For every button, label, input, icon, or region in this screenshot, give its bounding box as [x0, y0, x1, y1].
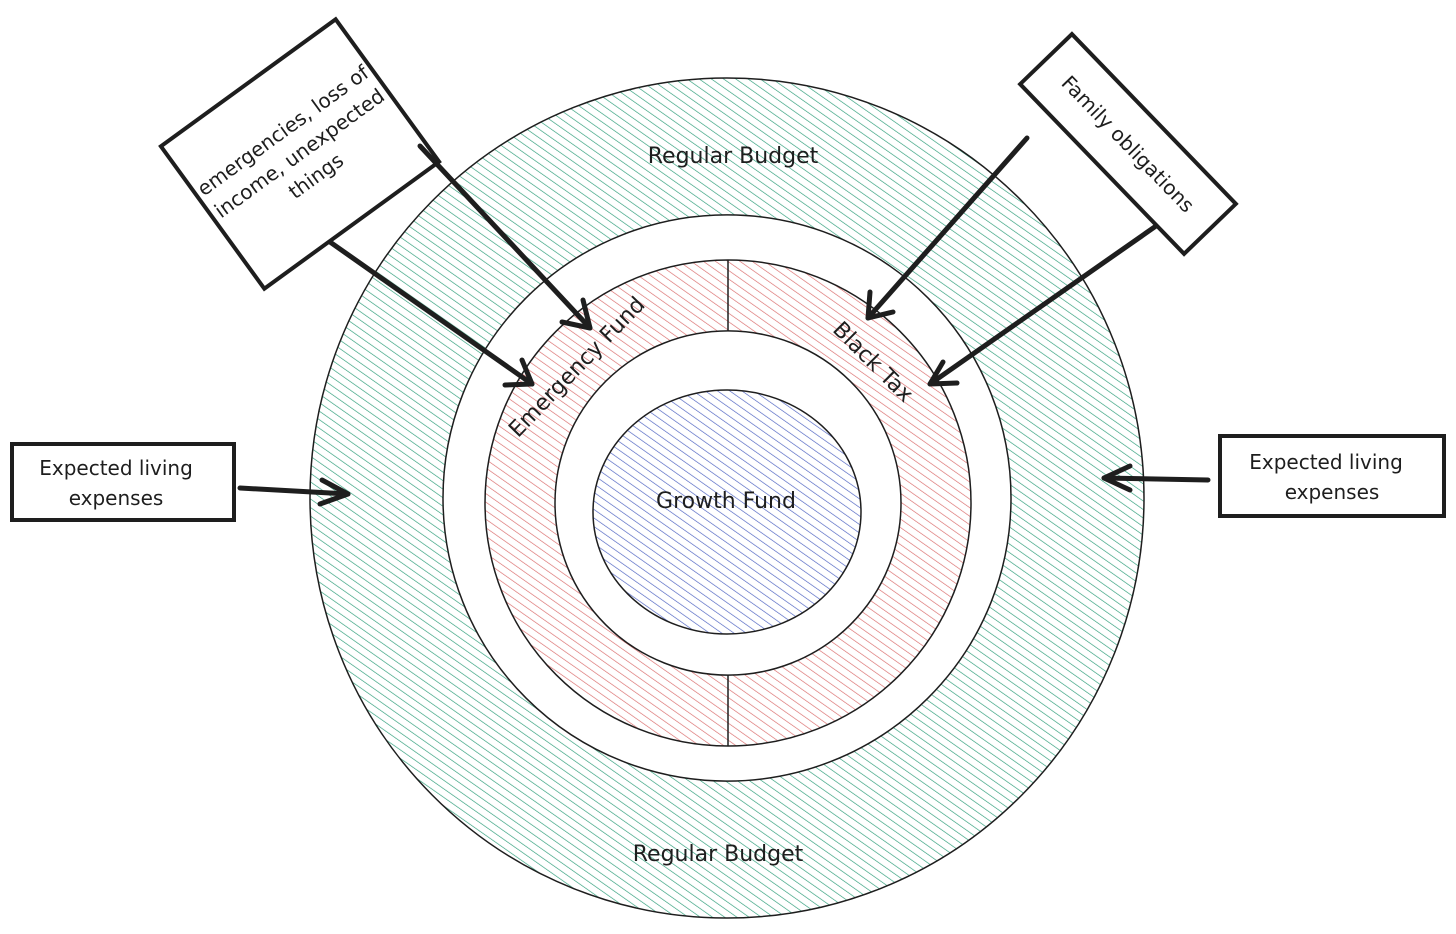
arrow-emergencies-to-fund-1: [417, 143, 593, 331]
arrow-emergencies-to-fund-2: [327, 239, 535, 388]
growth-fund-circle: [592, 389, 862, 635]
emergency-blacktax-ring: [484, 259, 972, 747]
arrow-left-expenses-to-budget: [237, 477, 351, 507]
emergencies-callout: emergencies, loss of income, unexpected …: [158, 16, 442, 292]
emergencies-callout-box: [158, 16, 442, 292]
family-callout-box: [1017, 31, 1239, 257]
regular-budget-label-top: Regular Budget: [648, 144, 819, 169]
left-expenses-callout-box: [10, 442, 236, 522]
left-expenses-line-2: expenses: [69, 486, 164, 510]
arrows: [237, 135, 1211, 507]
regular-budget-label-bottom: Regular Budget: [633, 842, 804, 867]
arrow-family-to-blacktax-1: [865, 135, 1030, 321]
left-expenses-line-1: Expected living: [39, 456, 193, 480]
right-expenses-callout-box: [1218, 434, 1446, 518]
right-expenses-callout: Expected living expenses: [1218, 434, 1446, 518]
right-expenses-line-1: Expected living: [1249, 450, 1403, 474]
regular-budget-ring: [309, 77, 1145, 919]
left-expenses-callout: Expected living expenses: [10, 442, 236, 522]
arrow-right-expenses-to-budget: [1101, 463, 1211, 493]
growth-fund-label: Growth Fund: [656, 489, 796, 514]
right-expenses-line-2: expenses: [1285, 480, 1380, 504]
arrow-family-to-blacktax-2: [927, 223, 1159, 387]
family-callout: Family obligations: [1017, 31, 1239, 257]
